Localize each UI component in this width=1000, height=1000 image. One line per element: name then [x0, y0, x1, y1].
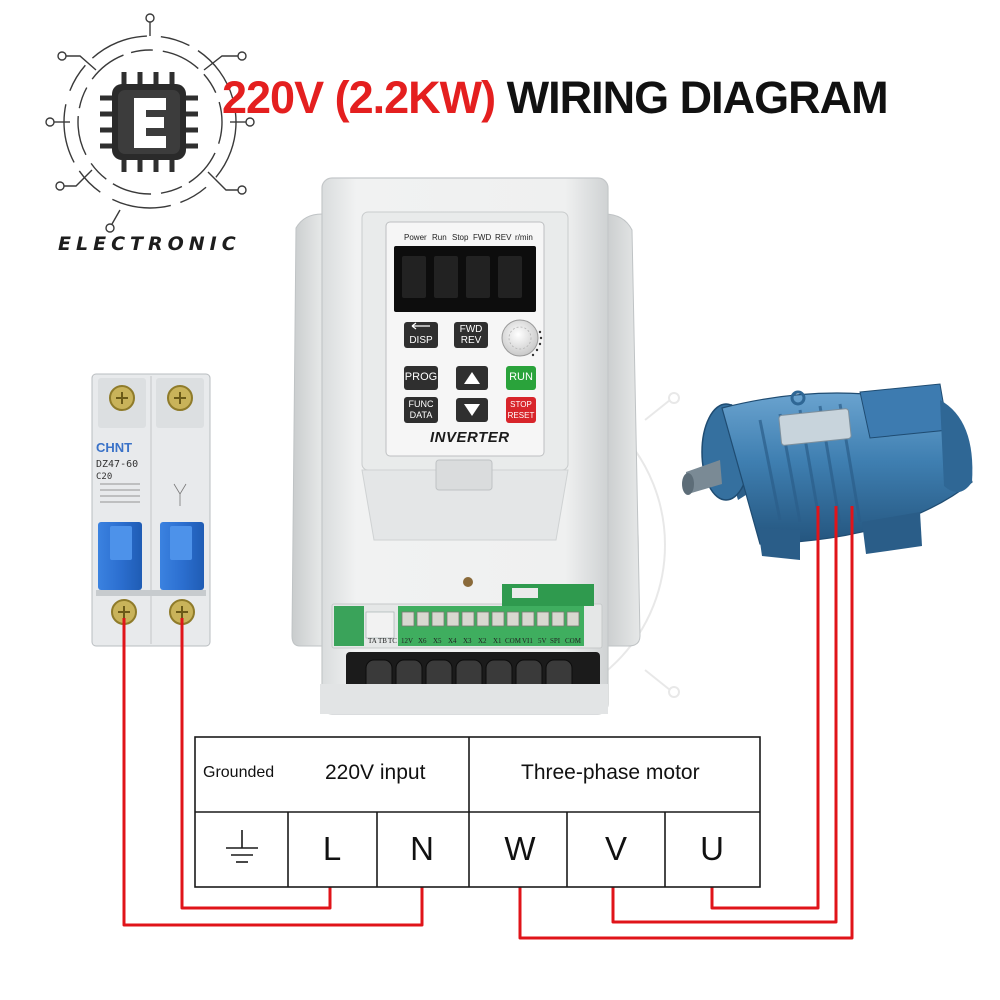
chip-logo-icon: [100, 72, 198, 172]
reset-key-label: RESET: [507, 411, 535, 420]
indicator-rev: REV: [495, 233, 512, 242]
terminal-label: TA: [368, 637, 377, 645]
title-main: WIRING DIAGRAM: [506, 72, 889, 123]
page-title: 220V (2.2KW) WIRING DIAGRAM: [222, 72, 889, 124]
terminal-label: X5: [433, 637, 442, 645]
grounded-header: Grounded: [203, 764, 275, 781]
terminal-label: TC: [388, 637, 397, 645]
circuit-breaker: [91, 373, 211, 647]
terminal-label: X4: [448, 637, 457, 645]
terminal-label: COM: [565, 637, 581, 645]
disp-key-label: DISP: [409, 335, 433, 346]
indicator-run: Run: [432, 233, 447, 242]
fwd-key-label: FWD: [459, 324, 483, 335]
func-key-label: FUNC: [408, 399, 434, 409]
up-arrow-icon: [464, 372, 480, 384]
shift-arrow-icon: [411, 322, 430, 330]
terminal-label: X3: [463, 637, 472, 645]
terminal-label: 12V: [401, 637, 414, 645]
terminal-v: V: [604, 830, 627, 867]
motor-header: Three-phase motor: [521, 761, 700, 784]
prog-key[interactable]: [404, 366, 438, 390]
terminal-label: 5V: [538, 637, 547, 645]
terminal-l: L: [322, 830, 342, 867]
breaker-rating: C20: [96, 472, 112, 482]
terminal-w: W: [504, 830, 536, 867]
run-key[interactable]: [506, 366, 536, 390]
terminal-label: COM: [505, 637, 521, 645]
three-phase-motor: [682, 383, 973, 560]
logo-wordmark: ELECTRONIC: [58, 233, 241, 255]
func-data-key[interactable]: [404, 397, 438, 423]
terminal-label: X6: [418, 637, 427, 645]
fwd-rev-key[interactable]: [454, 322, 488, 348]
rev-key-label: REV: [460, 335, 482, 346]
indicator-stop: Stop: [452, 233, 469, 242]
stop-reset-key[interactable]: [506, 397, 536, 423]
ground-symbol-icon: [226, 830, 258, 863]
data-key-label: DATA: [409, 410, 433, 420]
terminal-u: U: [700, 830, 724, 867]
potentiometer-knob-icon[interactable]: [501, 319, 543, 357]
disp-key[interactable]: [404, 322, 438, 348]
input-header: 220V input: [325, 761, 426, 784]
terminal-label: X2: [478, 637, 487, 645]
terminal-label: X1: [493, 637, 502, 645]
stop-key-label: STOP: [510, 400, 532, 409]
inverter-label: INVERTER: [430, 429, 510, 446]
inverter-unit: [291, 177, 641, 715]
logo-circuit-ring: [45, 13, 255, 233]
down-arrow-icon: [464, 404, 480, 416]
indicator-fwd: FWD: [473, 233, 492, 242]
title-rating: 220V (2.2KW): [222, 72, 496, 123]
wiring-table: [194, 736, 761, 888]
terminal-label: VI1: [522, 637, 533, 645]
prog-key-label: PROG: [404, 371, 438, 383]
breaker-model: DZ47-60: [96, 459, 138, 470]
breaker-brand: CHNT: [96, 440, 132, 455]
terminal-label: SPI: [550, 637, 561, 645]
terminal-n: N: [410, 830, 434, 867]
indicator-power: Power: [404, 233, 427, 242]
terminal-label: TB: [378, 637, 387, 645]
indicator-rmin: r/min: [515, 233, 533, 242]
run-key-label: RUN: [509, 371, 533, 383]
